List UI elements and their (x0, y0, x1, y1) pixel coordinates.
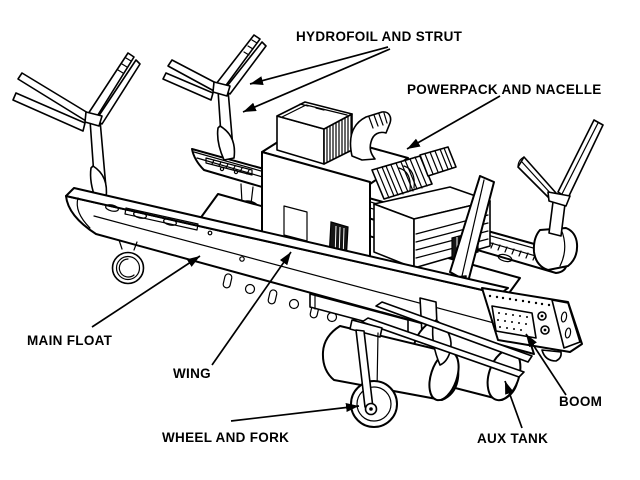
leader-powerpack (406, 95, 501, 150)
label-powerpack-and-nacelle: POWERPACK AND NACELLE (407, 82, 602, 97)
label-hydrofoil-and-strut: HYDROFOIL AND STRUT (296, 29, 463, 44)
stern-hydrofoil-strut-shape (517, 119, 604, 271)
mid-hydrofoil-strut-shape (162, 34, 267, 161)
label-wheel-and-fork: WHEEL AND FORK (162, 430, 290, 445)
leader-hydrofoil-lower (242, 48, 391, 113)
label-boom: BOOM (559, 394, 603, 409)
bow-wheel-shape (111, 239, 145, 285)
boom-support-tubes-shape (361, 301, 533, 378)
leader-wheel-fork (230, 403, 360, 422)
label-wing: WING (173, 366, 211, 381)
bow-hydrofoil-strut-shape (12, 52, 141, 201)
leader-boom (525, 333, 567, 396)
leader-lines (91, 46, 567, 429)
leader-aux-tank (504, 380, 523, 429)
wheel-and-fork-shape (349, 319, 398, 428)
leader-wing (211, 251, 292, 366)
label-main-float: MAIN FLOAT (27, 333, 113, 348)
leader-hydrofoil-upper (249, 46, 389, 85)
leader-main-float (91, 255, 201, 328)
label-aux-tank: AUX TANK (477, 431, 549, 446)
boom-shape (481, 287, 583, 362)
